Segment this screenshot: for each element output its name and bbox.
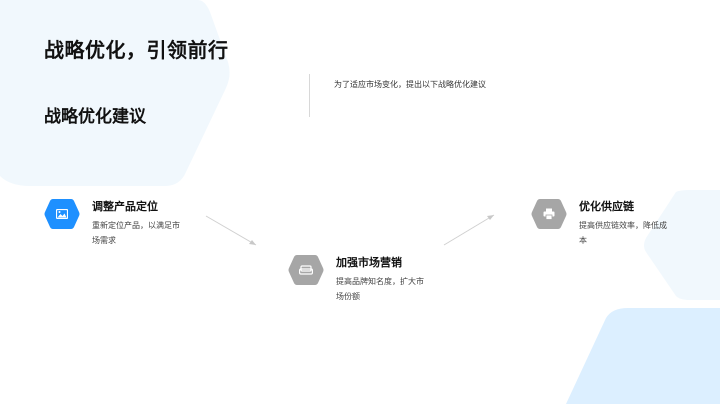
intro-text: 为了适应市场变化，提出以下战略优化建议 (334, 80, 486, 89)
item-description: 提高品牌知名度，扩大市场份额 (336, 277, 424, 301)
printer-icon (531, 198, 567, 230)
bg-hexagon-right (640, 190, 720, 302)
arrow-down-right (204, 214, 260, 248)
arrow-up-right (442, 212, 498, 248)
item-title: 优化供应链 (579, 200, 634, 213)
sofa-icon (288, 254, 324, 286)
hexagon-badge (44, 198, 80, 230)
section-subtitle: 战略优化建议 (44, 107, 146, 127)
item-title: 加强市场营销 (336, 256, 402, 269)
bg-hexagon-top-left (0, 0, 240, 190)
item-description: 提高供应链效率，降低成本 (579, 221, 667, 245)
page-title: 战略优化，引领前行 (44, 38, 229, 62)
vertical-divider (309, 74, 310, 117)
item-title: 调整产品定位 (92, 200, 158, 213)
hexagon-badge (288, 254, 324, 286)
hexagon-badge (531, 198, 567, 230)
image-icon (44, 198, 80, 230)
bg-shape-bottom-right (566, 308, 720, 404)
item-description: 重新定位产品，以满足市场需求 (92, 221, 180, 245)
